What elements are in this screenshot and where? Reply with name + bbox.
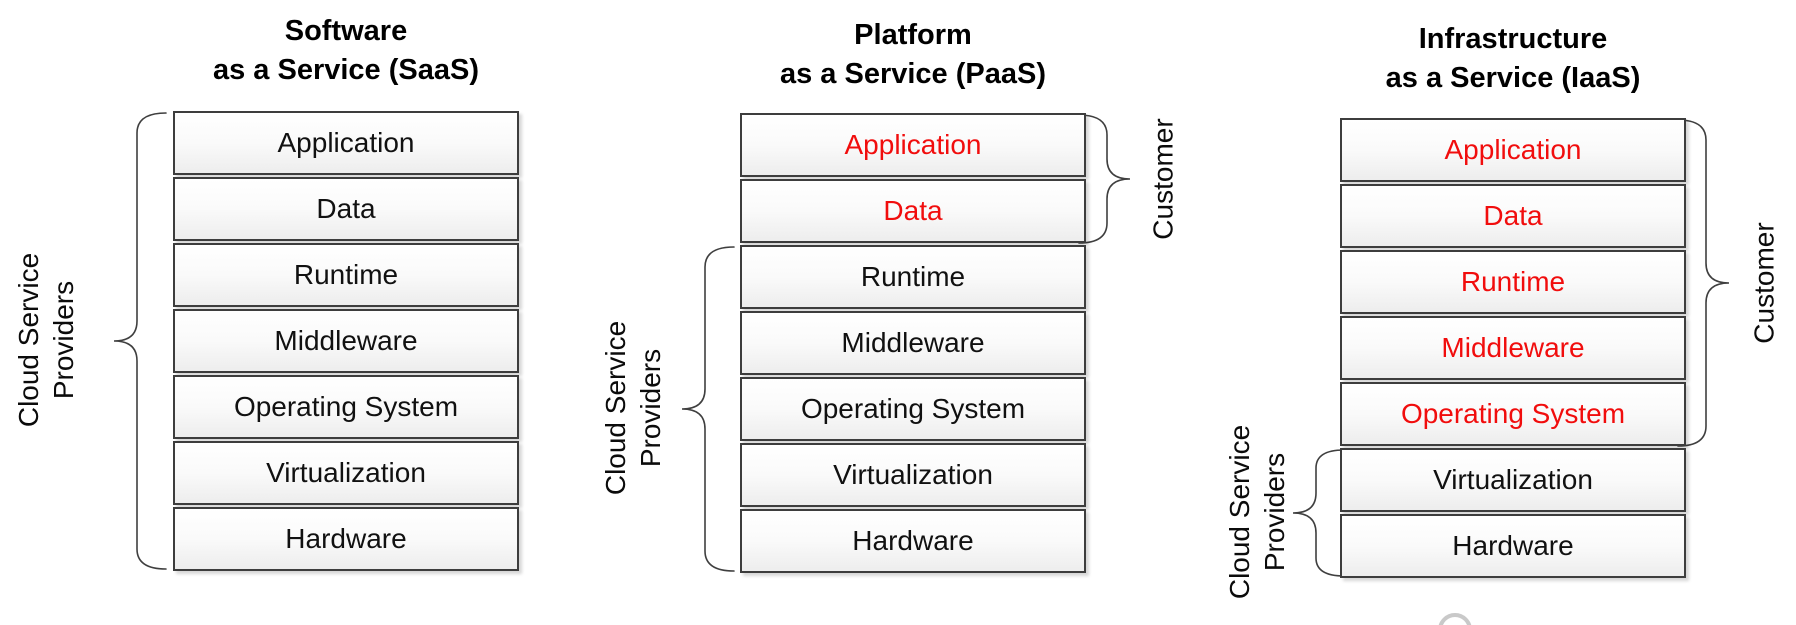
iaas-layer-runtime: Runtime <box>1340 250 1686 314</box>
saas-providers-label-line2: Providers <box>48 280 79 400</box>
saas-stack: Application Data Runtime Middleware Oper… <box>173 111 519 571</box>
saas-providers-brace <box>113 112 167 570</box>
paas-providers-brace <box>681 246 735 572</box>
iaas-layer-virtualization: Virtualization <box>1340 448 1686 512</box>
paas-title-line2: as a Service (PaaS) <box>779 58 1046 90</box>
partial-circle-artifact <box>1438 613 1472 625</box>
iaas-providers-label-line1: Cloud Service <box>1224 424 1255 600</box>
paas-cloud-service-providers-label: Cloud Service Providers <box>598 321 668 495</box>
paas-layer-runtime: Runtime <box>740 245 1086 309</box>
iaas-providers-brace <box>1292 449 1345 577</box>
saas-layer-data: Data <box>173 177 519 241</box>
paas-title: Platform as a Service (PaaS) <box>740 16 1086 94</box>
paas-customer-label: Customer <box>1147 118 1179 240</box>
paas-layer-application: Application <box>740 113 1086 177</box>
saas-title: Software as a Service (SaaS) <box>173 12 519 90</box>
paas-layer-hardware: Hardware <box>740 509 1086 573</box>
saas-layer-application: Application <box>173 111 519 175</box>
iaas-customer-label: Customer <box>1748 222 1780 344</box>
saas-cloud-service-providers-label: Cloud Service Providers <box>11 253 81 427</box>
paas-title-line1: Platform <box>854 19 972 51</box>
paas-stack: Application Data Runtime Middleware Oper… <box>740 113 1086 573</box>
iaas-title-line2: as a Service (IaaS) <box>1385 62 1641 94</box>
paas-providers-label-line2: Providers <box>635 348 666 468</box>
saas-layer-runtime: Runtime <box>173 243 519 307</box>
paas-layer-middleware: Middleware <box>740 311 1086 375</box>
iaas-title-line1: Infrastructure <box>1418 23 1608 55</box>
iaas-layer-operating-system: Operating System <box>1340 382 1686 446</box>
saas-layer-middleware: Middleware <box>173 309 519 373</box>
saas-layer-virtualization: Virtualization <box>173 441 519 505</box>
iaas-stack: Application Data Runtime Middleware Oper… <box>1340 118 1686 578</box>
saas-title-line2: as a Service (SaaS) <box>212 54 479 86</box>
paas-layer-data: Data <box>740 179 1086 243</box>
iaas-layer-data: Data <box>1340 184 1686 248</box>
iaas-layer-hardware: Hardware <box>1340 514 1686 578</box>
saas-title-line1: Software <box>284 15 408 47</box>
iaas-layer-middleware: Middleware <box>1340 316 1686 380</box>
iaas-title: Infrastructure as a Service (IaaS) <box>1340 20 1686 98</box>
saas-providers-label-line1: Cloud Service <box>13 252 44 428</box>
iaas-providers-label-line2: Providers <box>1259 452 1290 572</box>
saas-layer-operating-system: Operating System <box>173 375 519 439</box>
paas-layer-virtualization: Virtualization <box>740 443 1086 507</box>
paas-providers-label-line1: Cloud Service <box>600 320 631 496</box>
iaas-cloud-service-providers-label: Cloud Service Providers <box>1222 425 1292 599</box>
paas-customer-brace <box>1078 114 1131 244</box>
paas-layer-operating-system: Operating System <box>740 377 1086 441</box>
saas-layer-hardware: Hardware <box>173 507 519 571</box>
iaas-layer-application: Application <box>1340 118 1686 182</box>
